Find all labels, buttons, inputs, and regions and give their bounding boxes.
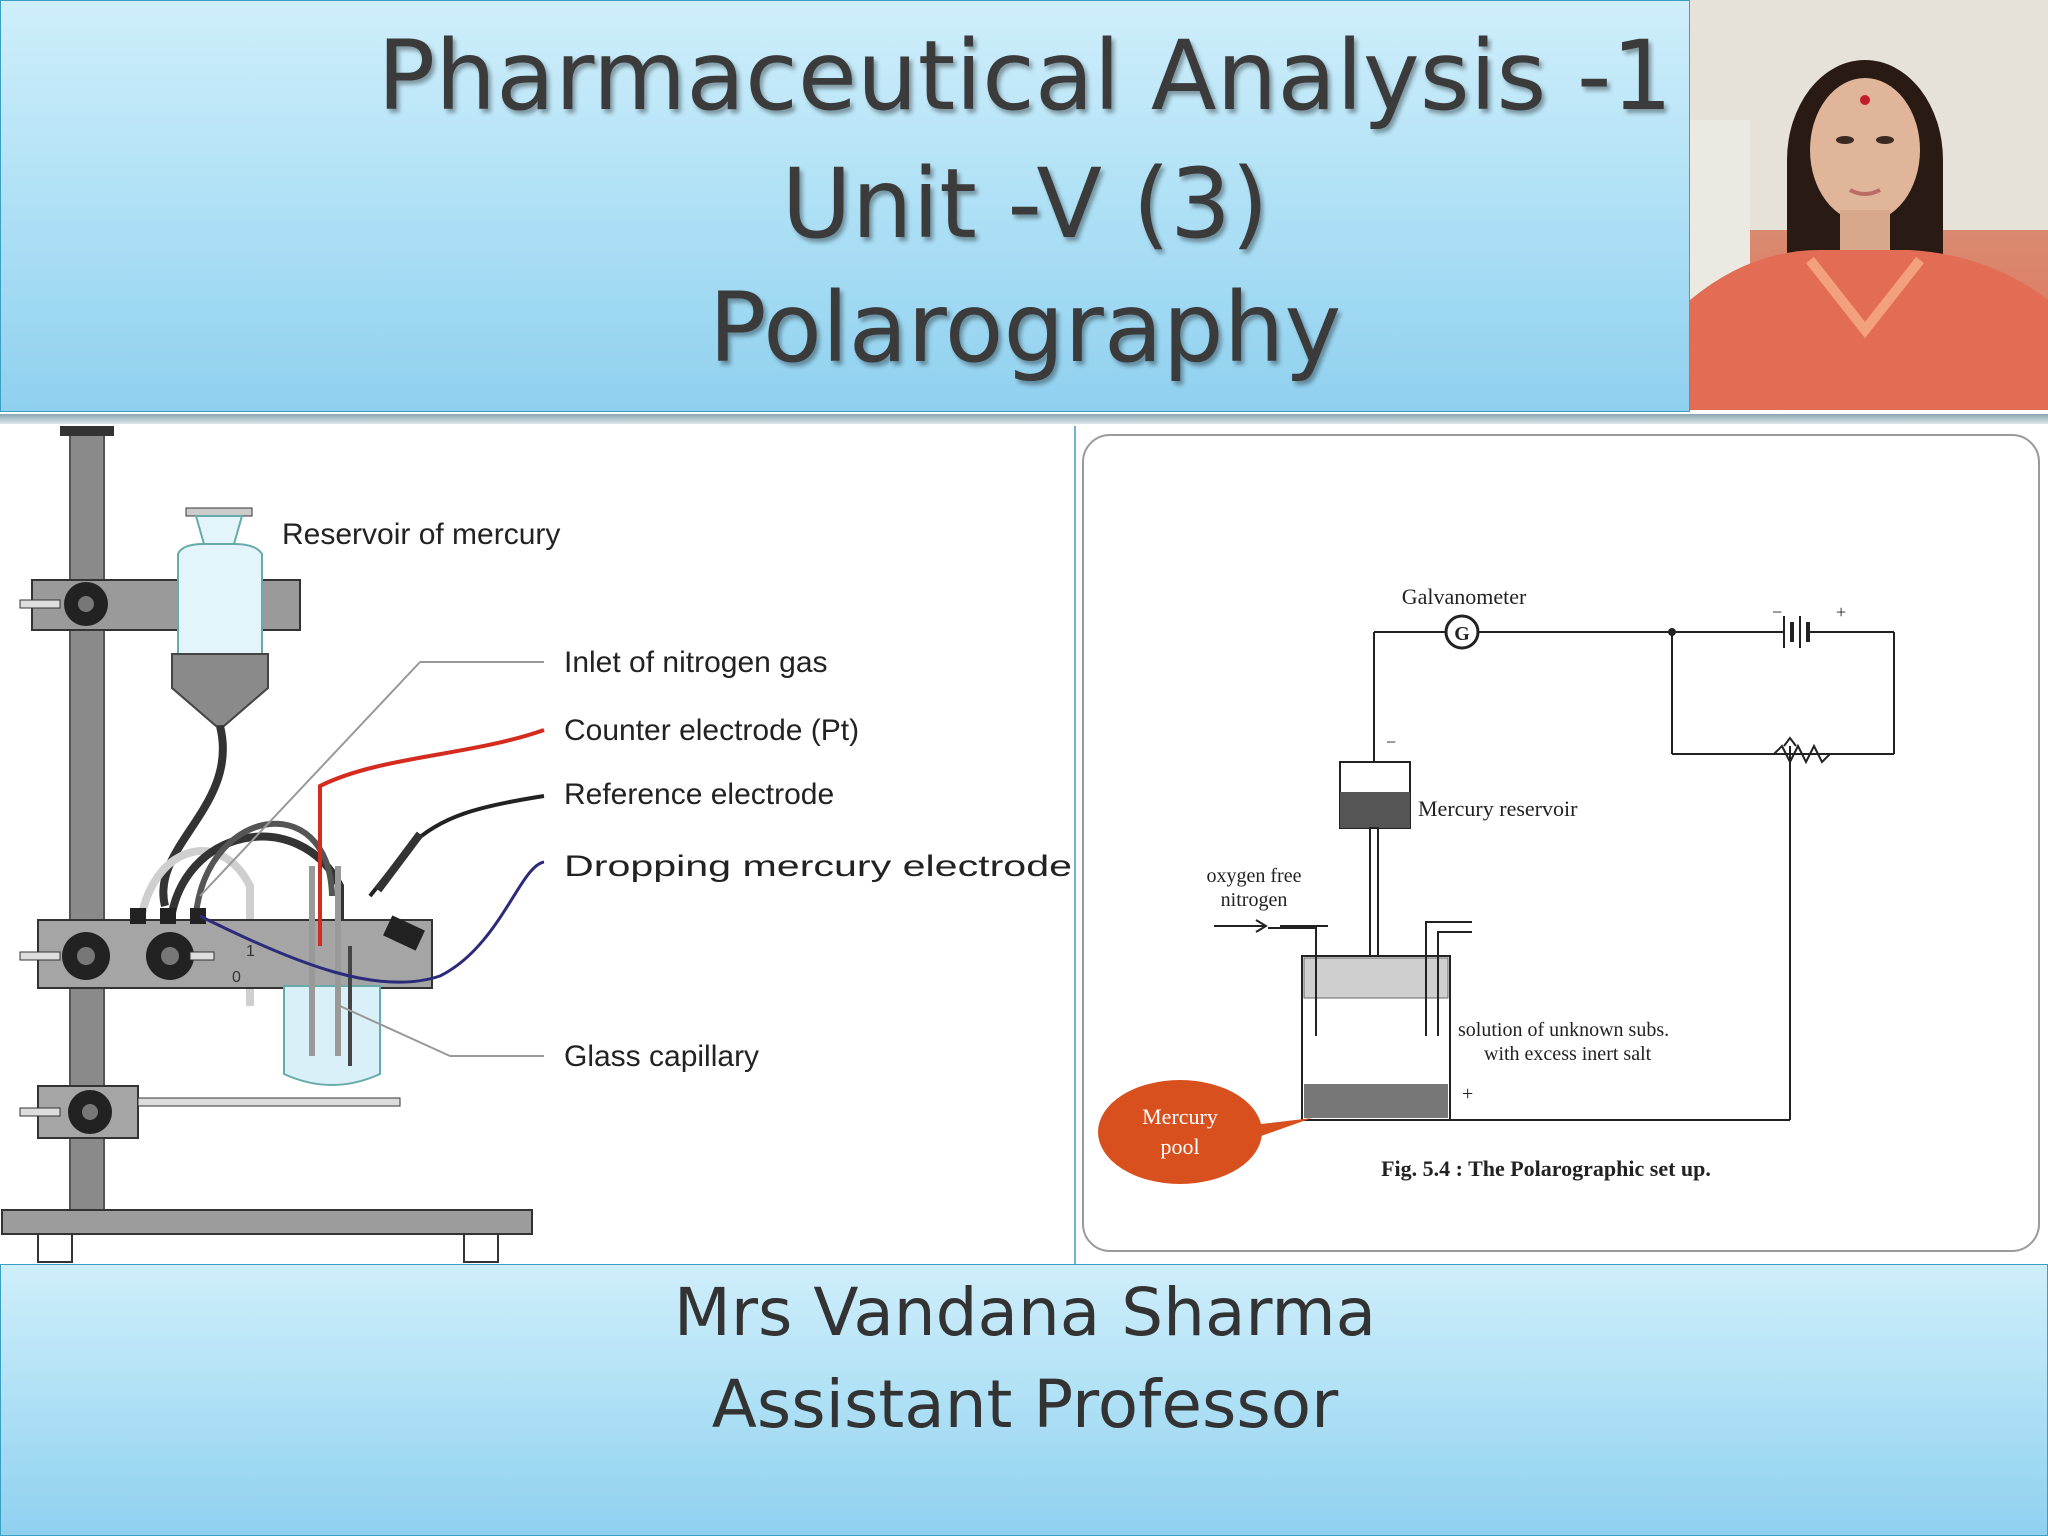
presenter-name: Mrs Vandana Sharma <box>673 1274 1377 1351</box>
label-counter-electrode: Counter electrode (Pt) <box>564 714 859 747</box>
switch-label-on: 1 <box>246 943 255 960</box>
switch-label-off: 0 <box>232 969 241 986</box>
presenter-figure <box>1690 0 2048 410</box>
figure-divider <box>1074 426 1076 1264</box>
label-reservoir-of-mercury: Reservoir of mercury <box>282 518 560 551</box>
presenter-role: Assistant Professor <box>711 1366 1339 1443</box>
battery-minus: − <box>1772 602 1782 622</box>
label-reference-electrode: Reference electrode <box>564 778 834 811</box>
galvanometer-symbol: G <box>1454 623 1470 645</box>
reservoir-minus: − <box>1386 732 1396 752</box>
battery-icon <box>1783 616 1810 648</box>
callout-pool: pool <box>1160 1134 1199 1159</box>
slide-title-line2: Unit -V (3) <box>781 148 1269 260</box>
label-mercury-reservoir: Mercury reservoir <box>1418 796 1578 821</box>
pool-plus: + <box>1462 1083 1473 1105</box>
callout-mercury: Mercury <box>1142 1104 1218 1129</box>
slide-title-line1: Pharmaceutical Analysis -1 <box>377 20 1673 132</box>
header-separator <box>0 414 2048 424</box>
presenter-banner: Mrs Vandana Sharma Assistant Professor <box>0 1264 2048 1536</box>
label-dropping-mercury-electrode: Dropping mercury electrode <box>564 850 1072 883</box>
label-inlet-nitrogen: Inlet of nitrogen gas <box>564 646 828 679</box>
figure-caption: Fig. 5.4 : The Polarographic set up. <box>1381 1156 1711 1181</box>
polarographic-setup-schematic: G − + Galvanometer − Mercury reservoir <box>1082 434 2040 1252</box>
label-nitrogen: nitrogen <box>1221 889 1288 911</box>
title-banner: Pharmaceutical Analysis -1 Unit -V (3) P… <box>0 0 1690 412</box>
resistor-icon <box>1773 743 1831 765</box>
label-solution-line1: solution of unknown subs. <box>1458 1019 1669 1041</box>
label-oxygen-free: oxygen free <box>1207 865 1302 887</box>
label-solution-line2: with excess inert salt <box>1484 1043 1652 1065</box>
slide-title-line3: Polarography <box>708 272 1342 384</box>
battery-plus: + <box>1836 602 1846 622</box>
presenter-webcam <box>1690 0 2048 410</box>
dme-apparatus-diagram: 1 0 Reservoir of mercury Inlet of nitrog… <box>0 425 1074 1264</box>
label-galvanometer: Galvanometer <box>1402 584 1527 609</box>
mercury-pool-callout <box>1098 1080 1262 1184</box>
label-glass-capillary: Glass capillary <box>564 1040 759 1073</box>
